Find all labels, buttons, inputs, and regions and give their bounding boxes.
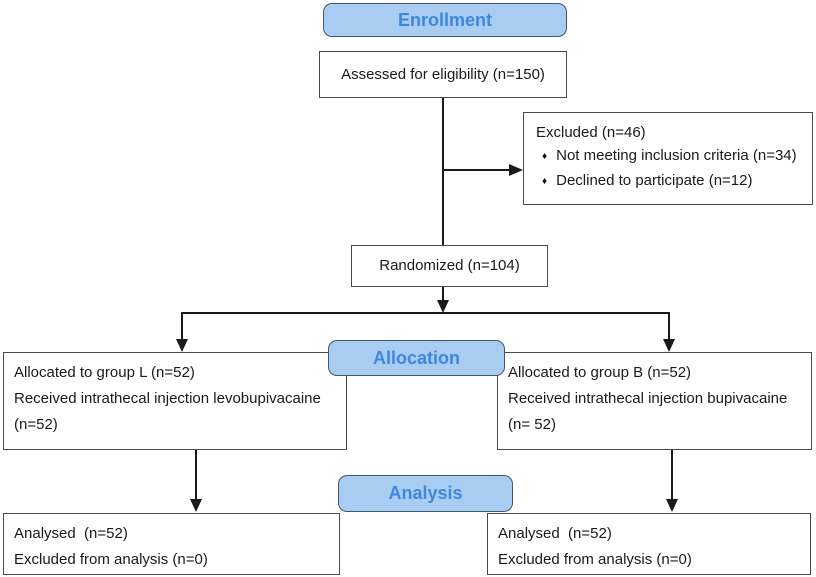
diamond-bullet-icon: ♦ bbox=[542, 151, 548, 162]
alloc-right-line: (n= 52) bbox=[508, 416, 556, 433]
alloc-left-line: Allocated to group L (n=52) bbox=[14, 364, 195, 381]
stage-label-text: Enrollment bbox=[397, 9, 492, 30]
alloc-left-line: Received intrathecal injection levobupiv… bbox=[14, 390, 321, 407]
alloc-right-line: Allocated to group B (n=52) bbox=[508, 364, 692, 381]
analysis-group-b-box: Analysed (n=52) Excluded from analysis (… bbox=[487, 513, 811, 575]
stage-label-analysis: Analysis bbox=[338, 475, 513, 512]
excluded-box: Excluded (n=46) ♦ Not meeting inclusion … bbox=[523, 112, 813, 205]
randomized-box: Randomized (n=104) bbox=[351, 245, 548, 287]
stage-label-text: Analysis bbox=[388, 483, 463, 503]
excluded-item: ♦ Not meeting inclusion criteria (n=34) bbox=[524, 144, 812, 169]
arrow-down-icon bbox=[190, 499, 202, 512]
arrow-right-icon bbox=[509, 164, 523, 176]
excluded-item-text: Declined to participate (n=12) bbox=[556, 172, 753, 189]
allocation-group-b-box: Allocated to group B (n=52) Received int… bbox=[497, 352, 812, 450]
arrow-down-icon bbox=[666, 499, 678, 512]
stage-label-enrollment: Enrollment bbox=[323, 3, 567, 37]
analysis-right-line: Excluded from analysis (n=0) bbox=[498, 551, 692, 568]
alloc-right-line: Received intrathecal injection bupivacai… bbox=[508, 390, 788, 407]
allocation-group-l-box: Allocated to group L (n=52) Received int… bbox=[3, 352, 347, 450]
randomized-text: Randomized (n=104) bbox=[379, 257, 520, 274]
alloc-left-line: (n=52) bbox=[14, 416, 58, 433]
excluded-item-text: Not meeting inclusion criteria (n=34) bbox=[556, 147, 797, 164]
diamond-bullet-icon: ♦ bbox=[542, 176, 548, 187]
assessed-text: Assessed for eligibility (n=150) bbox=[341, 65, 545, 83]
arrow-down-icon bbox=[437, 300, 449, 313]
arrow-down-icon bbox=[176, 339, 188, 352]
stage-label-allocation: Allocation bbox=[328, 340, 505, 376]
analysis-left-line: Analysed (n=52) bbox=[14, 525, 128, 542]
excluded-title: Excluded (n=46) bbox=[536, 124, 646, 141]
analysis-group-l-box: Analysed (n=52) Excluded from analysis (… bbox=[3, 513, 340, 575]
analysis-right-line: Analysed (n=52) bbox=[498, 525, 612, 542]
analysis-left-line: Excluded from analysis (n=0) bbox=[14, 551, 208, 568]
arrow-down-icon bbox=[663, 339, 675, 352]
assessed-eligibility-box: Assessed for eligibility (n=150) bbox=[319, 51, 567, 98]
excluded-item: ♦ Declined to participate (n=12) bbox=[524, 169, 812, 194]
stage-label-text: Allocation bbox=[372, 347, 460, 368]
